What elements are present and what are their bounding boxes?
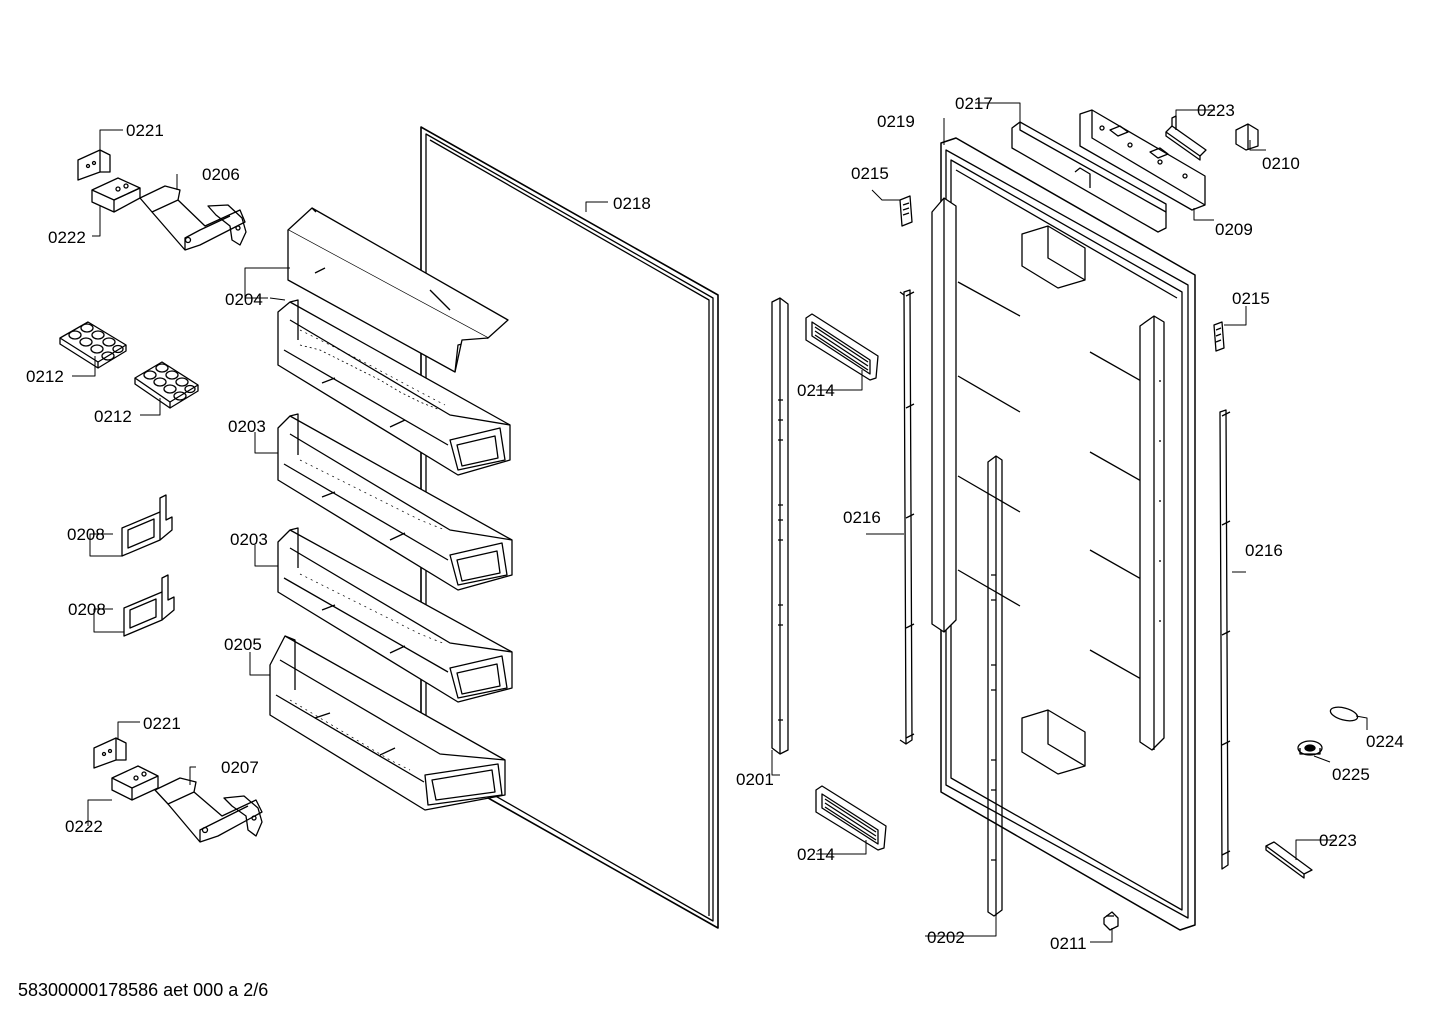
label-0216-left: 0216 (843, 508, 881, 527)
label-0216-right: 0216 (1245, 541, 1283, 560)
label-0204: 0204 (225, 290, 263, 309)
door-shelf-0204 (277, 299, 511, 476)
label-0224: 0224 (1366, 732, 1404, 751)
leader-lines (72, 102, 1368, 943)
vertical-strip-0201 (771, 297, 789, 755)
part-labels: 0221 0222 0206 0218 0204 0212 0212 0203 … (26, 94, 1404, 953)
hinge-plate-0221-top (77, 149, 111, 181)
hinge-bracket-0222-top (91, 177, 141, 213)
label-0214-top: 0214 (797, 381, 835, 400)
label-0208-top: 0208 (67, 525, 105, 544)
side-rail-0216-left (899, 289, 915, 745)
label-0205: 0205 (224, 635, 262, 654)
label-0221-bottom: 0221 (143, 714, 181, 733)
label-0202: 0202 (927, 928, 965, 947)
hinge-0207 (154, 777, 263, 843)
hinge-0206 (139, 185, 247, 251)
label-0206: 0206 (202, 165, 240, 184)
vent-grille-0214-top (805, 313, 879, 381)
label-0223-top: 0223 (1197, 101, 1235, 120)
end-cap-0210 (1235, 123, 1259, 151)
label-0203-upper: 0203 (228, 417, 266, 436)
label-0207: 0207 (221, 758, 259, 777)
vent-grille-0214-bottom (815, 785, 887, 851)
clip-0208-bottom (123, 574, 175, 637)
mounting-plate-0209 (1079, 109, 1206, 211)
label-0208-bottom: 0208 (68, 600, 106, 619)
hinge-bracket-0222-bottom (111, 765, 159, 801)
bracket-0223-bottom (1265, 841, 1313, 879)
label-0219: 0219 (877, 112, 915, 131)
label-0210: 0210 (1262, 154, 1300, 173)
clip-0208-top (121, 494, 173, 557)
label-0217: 0217 (955, 94, 993, 113)
label-0223-bottom: 0223 (1319, 831, 1357, 850)
door-liner-0219 (931, 137, 1196, 931)
label-0215-right: 0215 (1232, 289, 1270, 308)
side-rail-0216-right (1219, 409, 1231, 870)
egg-tray-0212-bottom (134, 361, 199, 409)
label-0222-top: 0222 (48, 228, 86, 247)
door-shelf-0205-bottom (269, 635, 506, 811)
label-0203-lower: 0203 (230, 530, 268, 549)
label-0218: 0218 (613, 194, 651, 213)
label-0212-top: 0212 (26, 367, 64, 386)
vertical-strip-0202 (987, 455, 1003, 917)
shelf-lid-0204 (287, 207, 509, 373)
document-footer-id: 58300000178586 aet 000 a 2/6 (18, 980, 269, 1000)
egg-tray-0212-top (59, 321, 127, 369)
small-clip-0211 (1103, 911, 1119, 931)
label-0222-bottom: 0222 (65, 817, 103, 836)
label-0209: 0209 (1215, 220, 1253, 239)
door-shelf-0203-upper (277, 413, 513, 591)
bulb-holder-0225 (1297, 740, 1323, 756)
door-shelf-0203-lower (277, 527, 513, 703)
lens-0224 (1329, 706, 1359, 722)
label-0201: 0201 (736, 770, 774, 789)
hinge-plate-0221-bottom (93, 737, 127, 769)
clip-0215-right (1213, 321, 1225, 352)
label-0211: 0211 (1050, 934, 1087, 953)
label-0215-top: 0215 (851, 164, 889, 183)
label-0214-bottom: 0214 (797, 845, 835, 864)
bracket-0223-top (1165, 115, 1207, 161)
label-0221-top: 0221 (126, 121, 164, 140)
clip-0215-top (899, 195, 913, 227)
label-0212-bottom: 0212 (94, 407, 132, 426)
label-0225: 0225 (1332, 765, 1370, 784)
